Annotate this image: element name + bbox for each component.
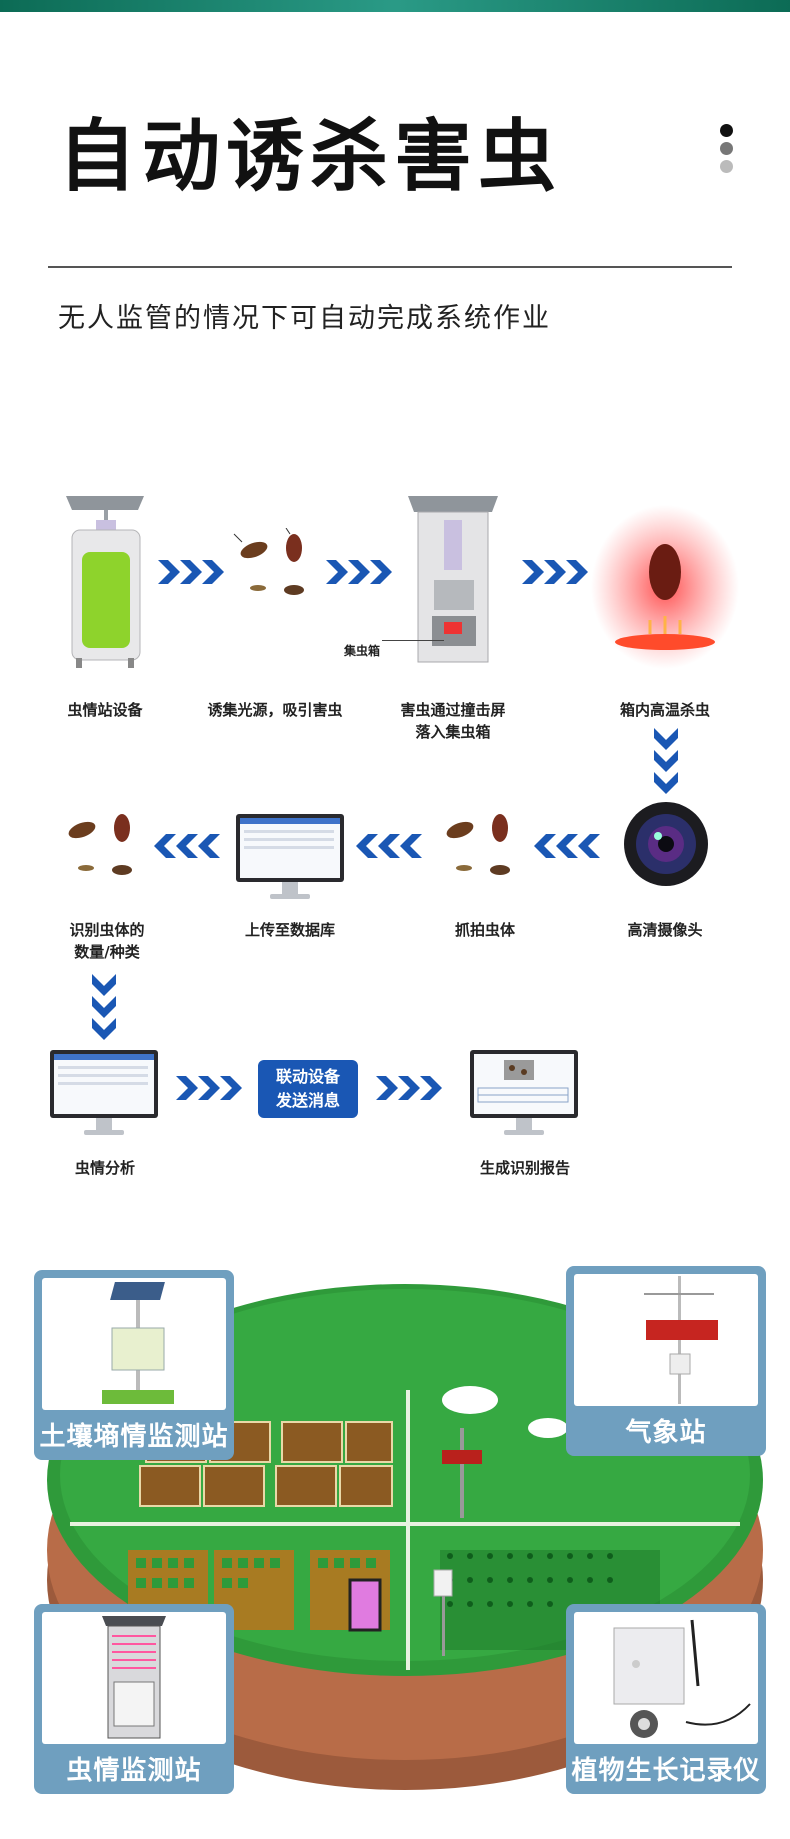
insects-image xyxy=(68,814,132,875)
insects-image xyxy=(446,814,510,875)
step-station-label: 虫情站设备 xyxy=(67,701,143,719)
plant-recorder-image xyxy=(574,1612,758,1744)
more-icon[interactable] xyxy=(720,124,734,178)
open-station-image xyxy=(408,496,498,663)
page-subtitle: 无人监管的情况下可自动完成系统作业 xyxy=(58,303,551,334)
weather-station-label: 气象站 xyxy=(625,1418,707,1448)
insects-image xyxy=(233,528,304,595)
step-heat-label: 箱内高温杀虫 xyxy=(619,701,710,719)
soil-station-label: 土壤墒情监测站 xyxy=(39,1422,229,1452)
step-capture-label: 抓拍虫体 xyxy=(454,921,515,939)
pest-station-device-image xyxy=(66,496,144,668)
chevron-right-arrows-icon xyxy=(522,560,588,584)
step-lure-label: 诱集光源，吸引害虫 xyxy=(207,701,343,719)
analysis-monitor-image xyxy=(50,1050,158,1135)
linkage-message-box: 联动设备 发送消息 xyxy=(258,1060,358,1118)
chevron-right-arrows-icon xyxy=(376,1076,442,1100)
step-fall-label: 害虫通过撞击屏 落入集虫箱 xyxy=(400,701,506,741)
chevron-left-arrows-icon xyxy=(154,834,220,858)
plant-recorder-card[interactable]: 植物生长记录仪 xyxy=(566,1604,766,1794)
weather-station-image xyxy=(574,1274,758,1406)
chevron-left-arrows-icon xyxy=(534,834,600,858)
title-divider xyxy=(48,266,732,268)
page-title: 自动诱杀害虫 xyxy=(58,111,563,202)
chevron-right-arrows-icon xyxy=(158,560,224,584)
pest-station-card[interactable]: 虫情监测站 xyxy=(34,1604,234,1794)
step-analysis-label: 虫情分析 xyxy=(74,1159,135,1177)
collector-callout-line xyxy=(382,640,444,641)
database-monitor-image xyxy=(236,814,344,899)
chevron-right-arrows-icon xyxy=(326,560,392,584)
plant-recorder-label: 植物生长记录仪 xyxy=(571,1756,761,1786)
step-camera-label: 高清摄像头 xyxy=(627,921,703,939)
heat-kill-image xyxy=(591,505,739,669)
top-accent-bar xyxy=(0,0,790,12)
chevron-right-arrows-icon xyxy=(176,1076,242,1100)
soil-station-image xyxy=(42,1278,226,1410)
report-monitor-image xyxy=(470,1050,578,1135)
soil-station-card[interactable]: 土壤墒情监测站 xyxy=(34,1270,234,1460)
weather-station-card[interactable]: 气象站 xyxy=(566,1266,766,1456)
collector-callout-label: 集虫箱 xyxy=(344,644,381,658)
chevron-down-arrows-icon xyxy=(92,974,116,1040)
step-report-label: 生成识别报告 xyxy=(479,1159,570,1177)
pest-station-image xyxy=(42,1612,226,1744)
chevron-down-arrows-icon xyxy=(654,728,678,794)
chevron-left-arrows-icon xyxy=(356,834,422,858)
pest-station-label: 虫情监测站 xyxy=(66,1756,202,1786)
step-upload-label: 上传至数据库 xyxy=(244,921,335,939)
camera-lens-image xyxy=(624,802,708,886)
step-identify-label: 识别虫体的 数量/种类 xyxy=(69,921,145,961)
